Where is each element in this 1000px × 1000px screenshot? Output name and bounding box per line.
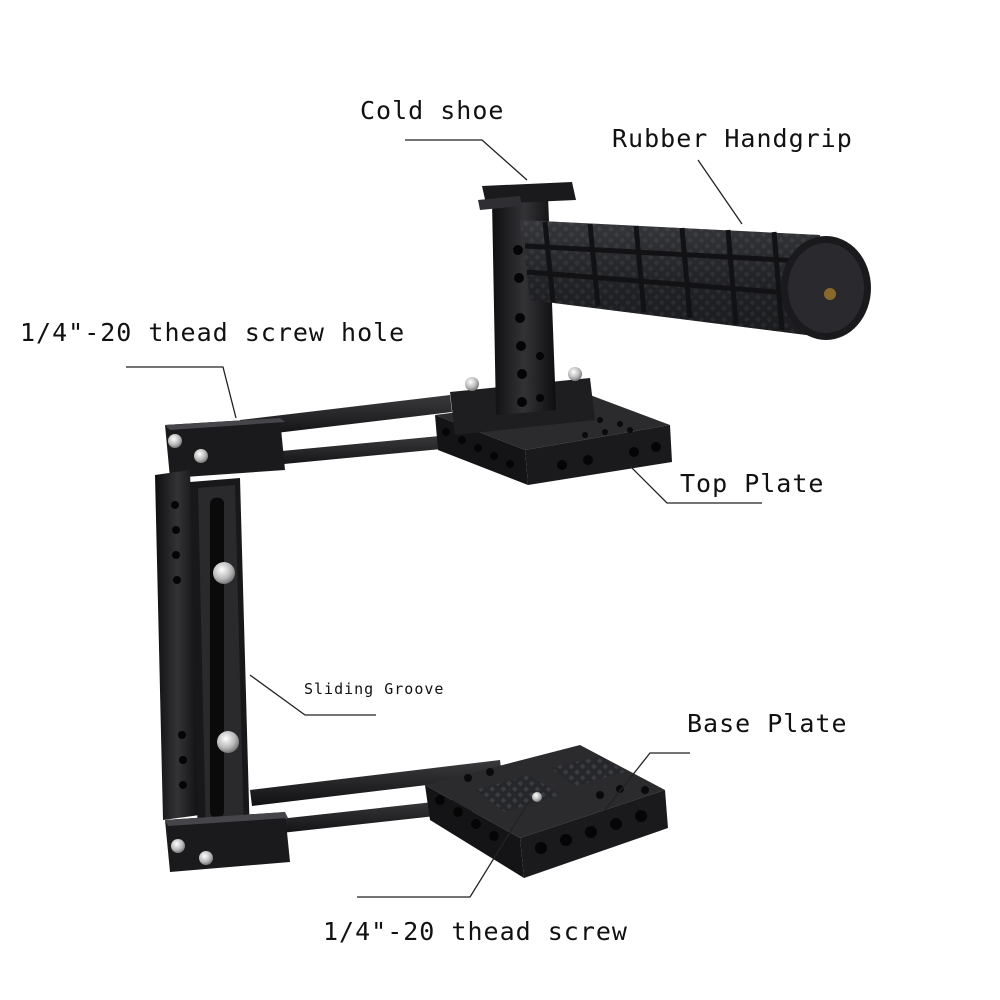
base-plate xyxy=(425,745,668,878)
top-left-corner-block xyxy=(165,418,285,478)
label-sliding-groove: Sliding Groove xyxy=(304,680,445,698)
label-base-plate: Base Plate xyxy=(687,709,848,738)
label-rubber-handgrip: Rubber Handgrip xyxy=(612,124,853,153)
bottom-left-corner-block xyxy=(165,812,290,872)
top-rods xyxy=(240,395,452,468)
label-cold-shoe: Cold shoe xyxy=(360,96,505,125)
label-top-plate: Top Plate xyxy=(680,469,825,498)
leader-screw-hole xyxy=(126,366,237,419)
leader-sliding-groove xyxy=(249,674,376,716)
rubber-handgrip xyxy=(520,220,871,340)
leader-rubber-handgrip xyxy=(697,159,743,225)
leader-screw xyxy=(357,799,531,898)
leader-top-plate xyxy=(629,465,762,504)
vertical-arm xyxy=(155,470,250,845)
leader-cold-shoe xyxy=(405,139,528,181)
label-screw: 1/4"-20 thead screw xyxy=(323,917,628,946)
leader-base-plate xyxy=(604,752,690,811)
leader-lines xyxy=(126,139,762,898)
bottom-rods xyxy=(250,760,502,836)
label-screw-hole: 1/4"-20 thead screw hole xyxy=(20,318,406,347)
